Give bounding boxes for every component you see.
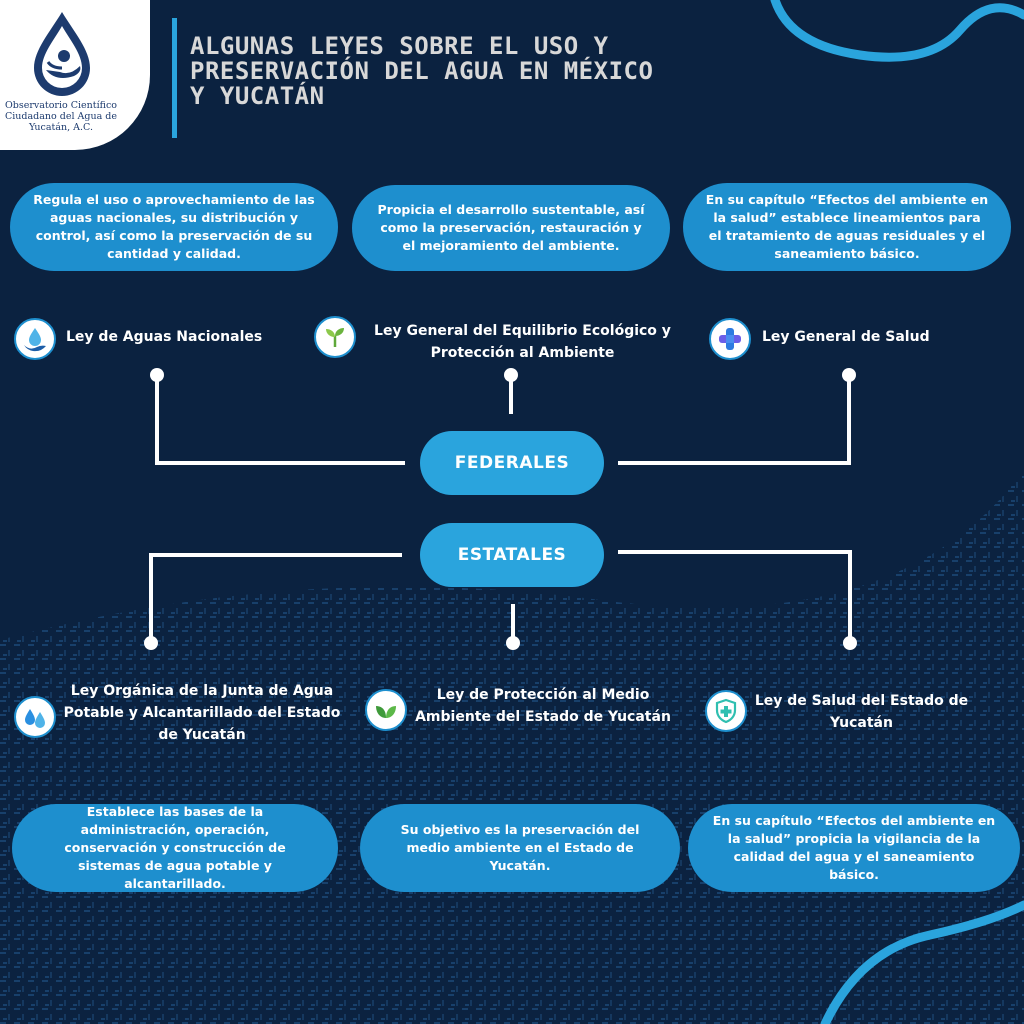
hub-label: FEDERALES <box>454 453 570 473</box>
medical-cross-icon <box>719 328 741 350</box>
logo-text: Observatorio Científico Ciudadano del Ag… <box>4 100 118 133</box>
description-text: Establece las bases de la administración… <box>64 804 286 891</box>
water-hands-icon <box>24 328 46 352</box>
page-title: ALGUNAS LEYES SOBRE EL USO Y PRESERVACIÓ… <box>190 32 654 110</box>
description-pill-salud: En su capítulo “Efectos del ambiente en … <box>683 183 1011 271</box>
law-name-aguas-nacionales: Ley de Aguas Nacionales <box>66 329 263 345</box>
water-drops-icon <box>25 709 45 728</box>
law-name-equilibrio-ecologico: Ley General del Equilibrio Ecológico y P… <box>374 323 671 361</box>
description-text: En su capítulo “Efectos del ambiente en … <box>705 192 989 261</box>
federales-hub: FEDERALES <box>420 431 604 495</box>
description-text: Regula el uso o aprovechamiento de las a… <box>33 192 315 261</box>
logo-card: Observatorio Científico Ciudadano del Ag… <box>0 0 150 150</box>
law-name-salud: Ley General de Salud <box>762 329 930 345</box>
description-text: En su capítulo “Efectos del ambiente en … <box>712 813 996 882</box>
law-name-salud-yucatan: Ley de Salud del Estado de Yucatán <box>754 693 969 731</box>
description-text: Su objetivo es la preservación del medio… <box>400 822 640 873</box>
description-pill-equilibrio-ecologico: Propicia el desarrollo sustentable, así … <box>352 185 670 271</box>
leaves-icon <box>376 706 396 718</box>
description-pill-salud-yucatan: En su capítulo “Efectos del ambiente en … <box>688 804 1020 892</box>
description-pill-aguas-nacionales: Regula el uso o aprovechamiento de las a… <box>10 183 338 271</box>
description-text: Propicia el desarrollo sustentable, así … <box>377 202 645 253</box>
title-accent-bar <box>172 18 177 138</box>
health-shield-icon <box>715 698 737 724</box>
law-icon-equilibrio-ecologico <box>314 316 356 358</box>
estatales-hub: ESTATALES <box>420 523 604 587</box>
law-name-proteccion-ambiente: Ley de Protección al Medio Ambiente del … <box>415 687 671 725</box>
description-pill-junta-agua: Establece las bases de la administración… <box>12 804 338 892</box>
sprout-icon <box>326 328 344 347</box>
law-icon-junta-agua <box>14 696 56 738</box>
water-drop-logo-icon <box>34 12 90 96</box>
law-icon-salud <box>709 318 751 360</box>
hub-label: ESTATALES <box>457 545 567 565</box>
law-name-junta-agua: Ley Orgánica de la Junta de Agua Potable… <box>63 683 341 743</box>
law-icon-aguas-nacionales <box>14 318 56 360</box>
law-icon-proteccion-ambiente <box>365 689 407 731</box>
description-pill-proteccion-ambiente: Su objetivo es la preservación del medio… <box>360 804 680 892</box>
law-icon-salud-yucatan <box>705 690 747 732</box>
